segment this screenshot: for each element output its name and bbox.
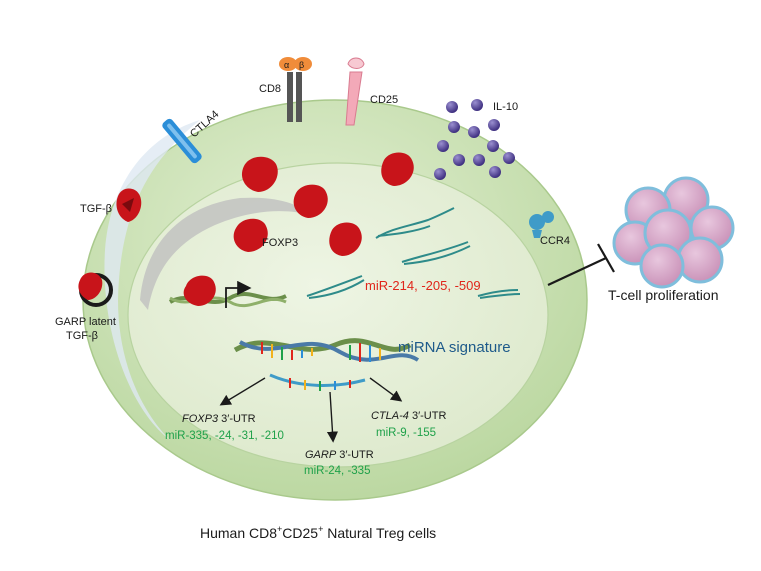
tcell-cluster [612, 176, 735, 289]
foxp3-gene-name: FOXP3 [182, 413, 219, 425]
ctla4-mirs: miR-9, -155 [376, 427, 436, 439]
foxp3-gene-locus [168, 275, 287, 308]
ccr4-receptor [529, 211, 554, 238]
ctla4-utr-suffix: 3′-UTR [409, 410, 447, 422]
garp-label-line1: GARP latent [55, 316, 116, 328]
foxp3-label: FOXP3 [262, 237, 298, 249]
ctla4-gene-name: CTLA-4 [371, 410, 409, 422]
nucleus [127, 162, 549, 468]
garp-gene-name: GARP [305, 449, 337, 461]
mirna-signature-helix [233, 338, 420, 391]
foxp3-mirs: miR-335, -24, -31, -210 [165, 430, 284, 442]
il10-label: IL-10 [493, 101, 518, 113]
garp-utr-label: GARP 3′-UTR [305, 449, 374, 461]
mir-red-label: miR-214, -205, -509 [365, 278, 481, 293]
caption-part-c: Natural Treg cells [323, 525, 436, 541]
garp-mirs: miR-24, -335 [304, 465, 370, 477]
tgfb-molecule [116, 188, 142, 222]
inhibition-arrow [547, 243, 615, 286]
foxp3-proteins [233, 152, 414, 256]
caption-part-b: CD25 [282, 525, 318, 541]
cd8-receptor [279, 57, 312, 122]
cd25-label: CD25 [370, 94, 398, 106]
cd8-beta-label: β [299, 60, 304, 70]
ctla4-receptor [162, 118, 202, 164]
caption-part-a: Human CD8 [200, 525, 277, 541]
il10-molecules [434, 99, 515, 180]
caption-sup-2: + [318, 524, 323, 534]
cd8-alpha-label: α [284, 60, 289, 70]
garp-utr-suffix: 3′-UTR [336, 449, 374, 461]
garp-label-line2: TGF-β [66, 330, 98, 342]
garp-latent-tgfb [78, 272, 113, 307]
caption: Human CD8+CD25+ Natural Treg cells [200, 524, 436, 541]
cd25-receptor [345, 57, 365, 126]
mirna-molecules [306, 207, 521, 299]
cd8-label: CD8 [259, 83, 281, 95]
ccr4-label: CCR4 [540, 235, 570, 247]
tgfb-label: TGF-β [80, 203, 112, 215]
mirna-signature-label: miRNA signature [398, 339, 511, 356]
target-arrows [219, 377, 403, 443]
ctla4-utr-label: CTLA-4 3′-UTR [371, 410, 446, 422]
foxp3-utr-suffix: 3′-UTR [218, 413, 256, 425]
foxp3-utr-label: FOXP3 3′-UTR [182, 413, 256, 425]
caption-sup-1: + [277, 524, 282, 534]
tcell-proliferation-label: T-cell proliferation [608, 287, 719, 303]
